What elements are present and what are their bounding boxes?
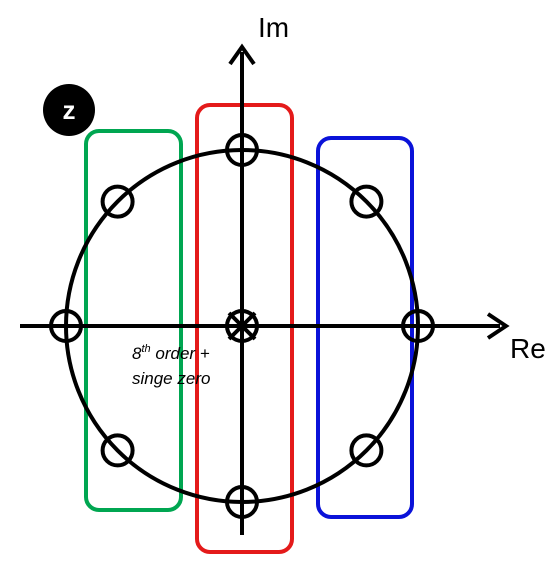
annotation-line-1: 8th order + bbox=[132, 343, 210, 363]
zero-marker bbox=[349, 433, 384, 468]
poles-layer bbox=[227, 311, 257, 341]
annotation-superscript: th bbox=[141, 343, 150, 355]
real-axis-label: Re bbox=[510, 333, 546, 364]
zero-marker bbox=[49, 309, 83, 343]
zero-marker bbox=[100, 184, 135, 219]
z-plane-badge-label: z bbox=[63, 95, 76, 125]
zero-marker bbox=[401, 309, 435, 343]
zeros-layer bbox=[49, 133, 435, 519]
zero-marker bbox=[225, 309, 259, 343]
group-box-center bbox=[195, 103, 294, 554]
real-axis-arrowhead bbox=[486, 312, 510, 340]
zero-marker bbox=[225, 133, 259, 167]
imaginary-axis-arrowhead bbox=[228, 43, 256, 66]
annotation-line-2: singe zero bbox=[132, 369, 210, 388]
zero-marker bbox=[225, 485, 259, 519]
group-box-left bbox=[84, 129, 183, 512]
annotation-order-number: 8 bbox=[132, 344, 142, 363]
zero-marker bbox=[349, 184, 384, 219]
zero-marker bbox=[100, 433, 135, 468]
imaginary-axis-label: Im bbox=[258, 12, 289, 43]
pole-marker bbox=[227, 311, 257, 341]
z-plane-badge bbox=[43, 84, 95, 136]
annotation-order-rest: order + bbox=[151, 344, 210, 363]
pole-stroke bbox=[227, 311, 257, 341]
